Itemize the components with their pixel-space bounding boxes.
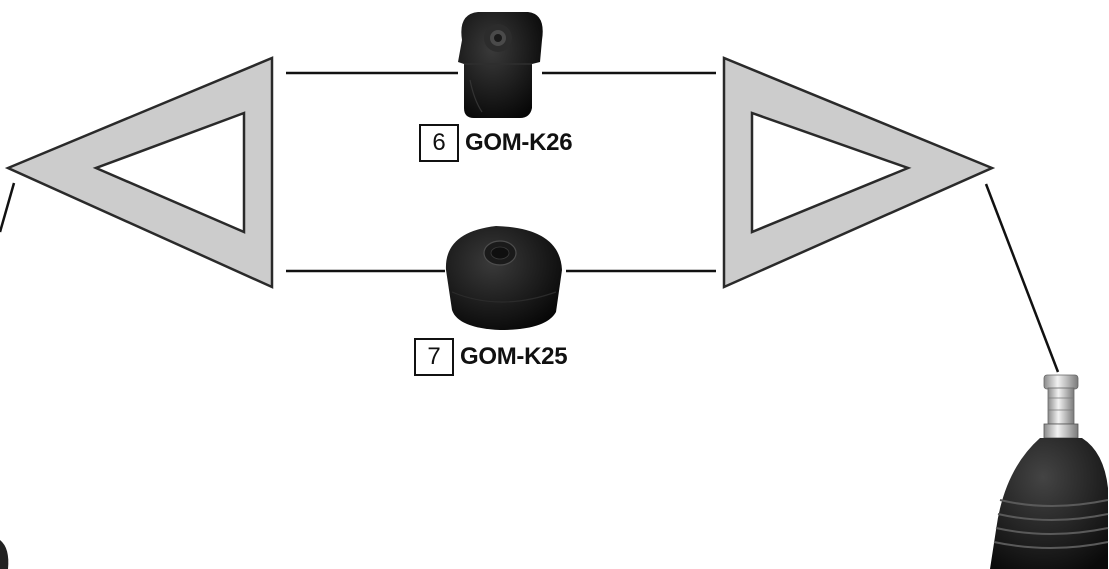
part-fragment-left-icon [0,540,9,569]
bushing-k26-icon [458,12,543,118]
part-number-box: 7 [414,338,454,376]
part-label-7: 7 GOM-K25 [414,338,568,376]
line-left-down [0,182,16,233]
bushing-k25-icon [445,226,562,330]
control-arm-right-icon [722,56,996,289]
part-code: GOM-K26 [465,129,573,156]
connecting-lines [0,71,1060,373]
part-code: GOM-K25 [460,343,568,370]
part-number-box: 6 [419,124,459,162]
part-label-6: 6 GOM-K26 [419,124,573,162]
control-arm-left-icon [4,56,274,289]
ball-joint-icon [990,374,1109,569]
line-right-down [984,183,1060,373]
